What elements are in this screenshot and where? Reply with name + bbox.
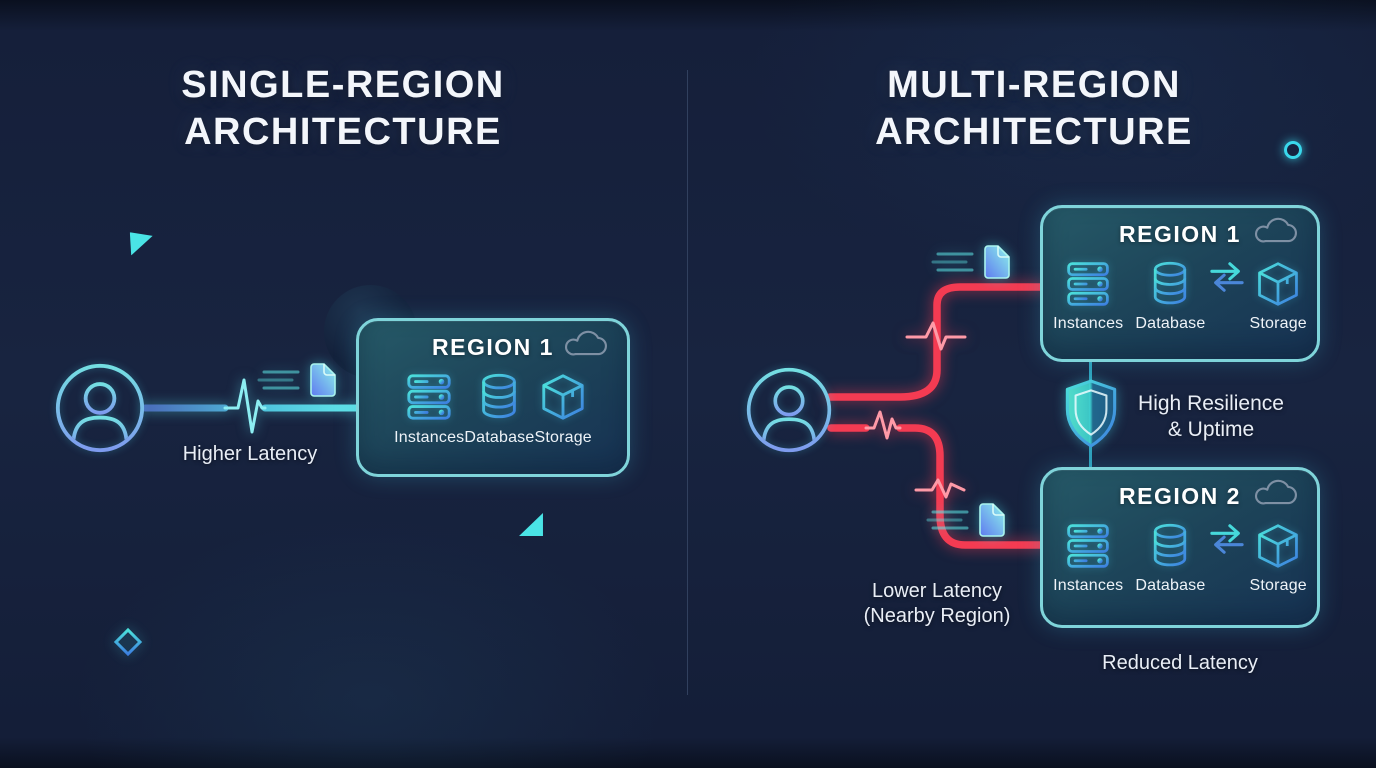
title-line: ARCHITECTURE (875, 111, 1193, 153)
decor-ring-icon (1284, 141, 1302, 159)
latency-pulse-icon (141, 378, 364, 434)
database-cylinder-icon (1154, 523, 1187, 567)
flying-document-icon (926, 503, 1005, 537)
cloud-icon (564, 330, 607, 356)
multi-region-title: MULTI-REGION ARCHITECTURE (739, 62, 1329, 156)
service-instances: Instances (394, 372, 464, 447)
lower-latency-label: Lower Latency (Nearby Region) (863, 580, 1011, 627)
resilience-label: High Resilience & Uptime (1138, 392, 1284, 441)
user-icon (746, 367, 832, 453)
service-instances: Instances (1053, 522, 1123, 595)
service-storage: Storage (1249, 522, 1307, 595)
package-box-icon (1258, 262, 1299, 306)
region-box-multi-2: REGION 2 Instances (1040, 467, 1320, 628)
service-database: Database (1135, 522, 1205, 595)
single-region-title: SINGLE-REGION ARCHITECTURE (48, 62, 638, 156)
region-name: REGION 1 (1119, 221, 1241, 247)
title-line: SINGLE-REGION (181, 64, 505, 106)
cloud-icon (1254, 479, 1297, 505)
package-box-icon (542, 374, 584, 420)
title-line: MULTI-REGION (887, 64, 1181, 106)
panel-divider (687, 70, 688, 695)
higher-latency-label: Higher Latency (182, 443, 318, 465)
service-database: Database (464, 372, 534, 447)
sync-arrows-icon (1207, 521, 1247, 557)
title-line: ARCHITECTURE (184, 111, 502, 153)
service-database: Database (1135, 260, 1205, 333)
server-stack-icon (1067, 262, 1109, 306)
region-name: REGION 2 (1119, 483, 1241, 509)
region-box-single: REGION 1 Instances (356, 318, 630, 477)
decor-triangle-icon (519, 513, 543, 536)
service-storage: Storage (1249, 260, 1307, 333)
shield-resilience-icon (1065, 379, 1117, 448)
sync-arrows-icon (1207, 259, 1247, 295)
flying-document-icon (257, 363, 336, 397)
decor-diamond-icon (113, 627, 143, 657)
database-cylinder-icon (482, 373, 517, 419)
service-storage: Storage (534, 372, 592, 447)
user-icon (55, 363, 145, 453)
region-box-multi-1: REGION 1 Instances (1040, 205, 1320, 362)
database-cylinder-icon (1154, 261, 1187, 305)
server-stack-icon (407, 374, 451, 420)
server-stack-icon (1067, 524, 1109, 568)
reduced-latency-label: Reduced Latency (1102, 652, 1258, 674)
decor-triangle-icon (127, 231, 154, 258)
package-box-icon (1258, 524, 1299, 568)
flying-document-icon (931, 245, 1010, 279)
service-instances: Instances (1053, 260, 1123, 333)
region-name: REGION 1 (432, 334, 554, 360)
red-connection-lines (826, 283, 1047, 549)
cloud-icon (1254, 217, 1297, 243)
